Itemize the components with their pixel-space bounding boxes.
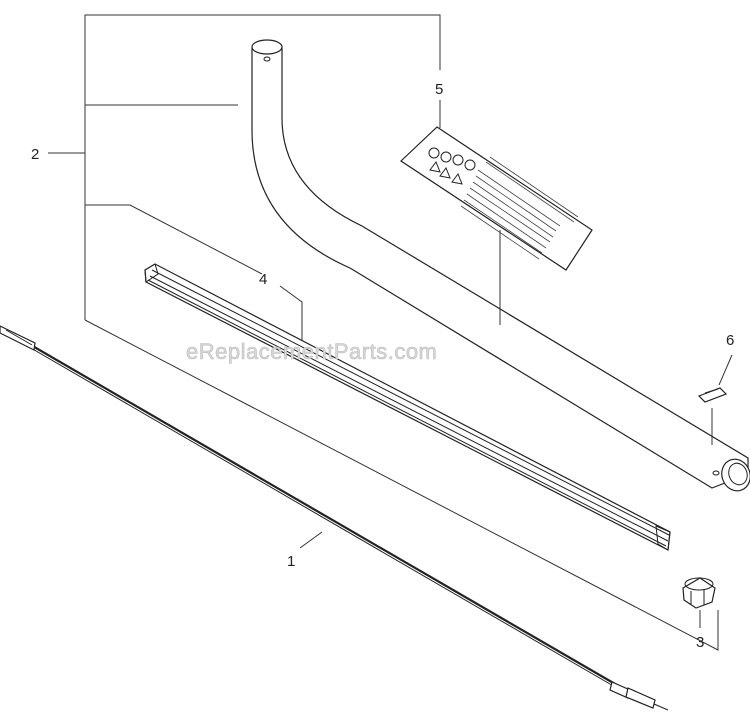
plate-part[interactable] [697,387,728,403]
callout-4: 4 [259,271,267,288]
callout-1: 1 [287,553,295,570]
drive-shaft-part[interactable] [0,325,669,711]
leader-lines [48,14,733,651]
warning-label-decal[interactable] [400,126,593,271]
callout-5: 5 [435,81,443,98]
watermark: eReplacementParts.com [186,339,437,364]
shaft-tube-part[interactable] [251,39,750,495]
liner-part[interactable] [144,263,671,551]
callout-3: 3 [696,634,704,651]
callout-6: 6 [726,332,734,349]
callout-2: 2 [31,146,39,163]
bushing-part[interactable] [682,577,716,609]
